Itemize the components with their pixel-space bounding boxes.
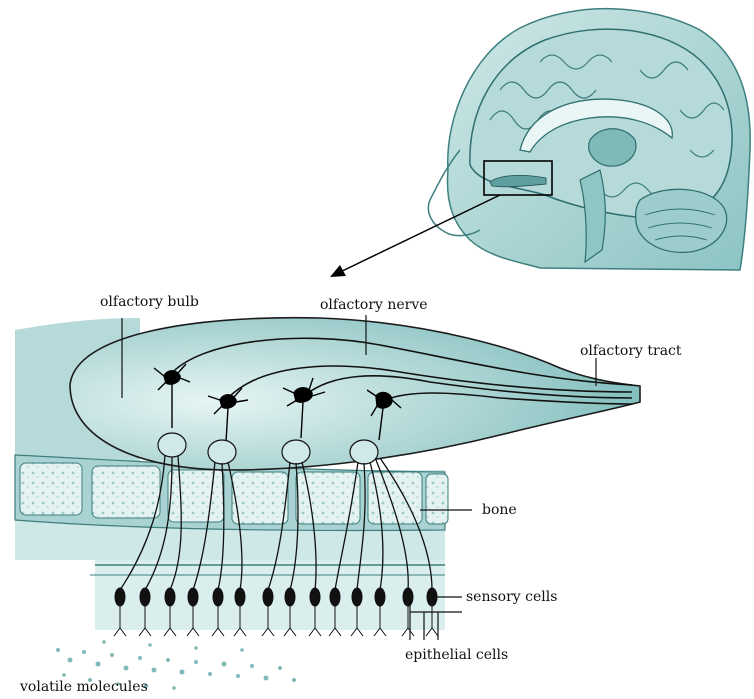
label-epithelial-cells: epithelial cells (405, 648, 508, 662)
label-olfactory-tract: olfactory tract (580, 344, 682, 358)
label-bone: bone (482, 503, 517, 517)
head-illustration (428, 9, 750, 270)
enlarged-section (15, 315, 640, 690)
label-olfactory-nerve: olfactory nerve (320, 298, 428, 312)
cerebellum (636, 189, 727, 252)
label-sensory-cells: sensory cells (466, 590, 557, 604)
label-volatile-molecules: volatile molecules (20, 680, 148, 694)
label-olfactory-bulb: olfactory bulb (100, 295, 199, 309)
thalamus (589, 129, 636, 166)
